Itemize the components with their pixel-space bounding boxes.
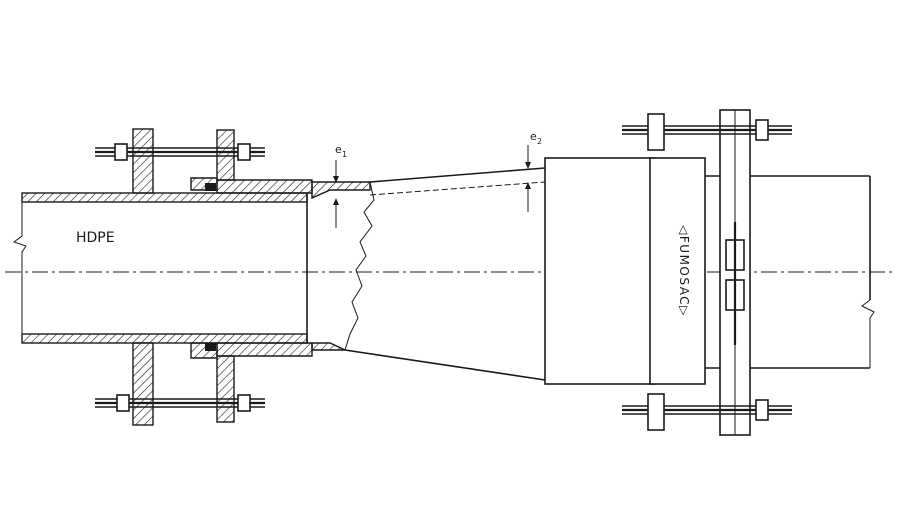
thickness-dimension-e1 [333, 160, 339, 228]
right-bolt-bottom [622, 393, 792, 431]
pipe-material-label: HDPE [76, 230, 115, 246]
spigot-transition [311, 167, 546, 381]
left-flange-bottom [95, 342, 313, 426]
right-bolt-top [622, 113, 792, 151]
thickness-e2-label: e [530, 130, 537, 143]
thickness-dimension-e2 [525, 145, 531, 212]
right-coupling [544, 109, 875, 436]
thickness-e1-subscript: 1 [342, 150, 347, 159]
brand-label: ◁FUMOSAC▷ [677, 224, 691, 317]
thickness-e2-subscript: 2 [537, 137, 542, 146]
left-flange-top [95, 128, 313, 194]
hdpe-pipe [12, 192, 308, 344]
thickness-e1-label: e [335, 143, 342, 156]
